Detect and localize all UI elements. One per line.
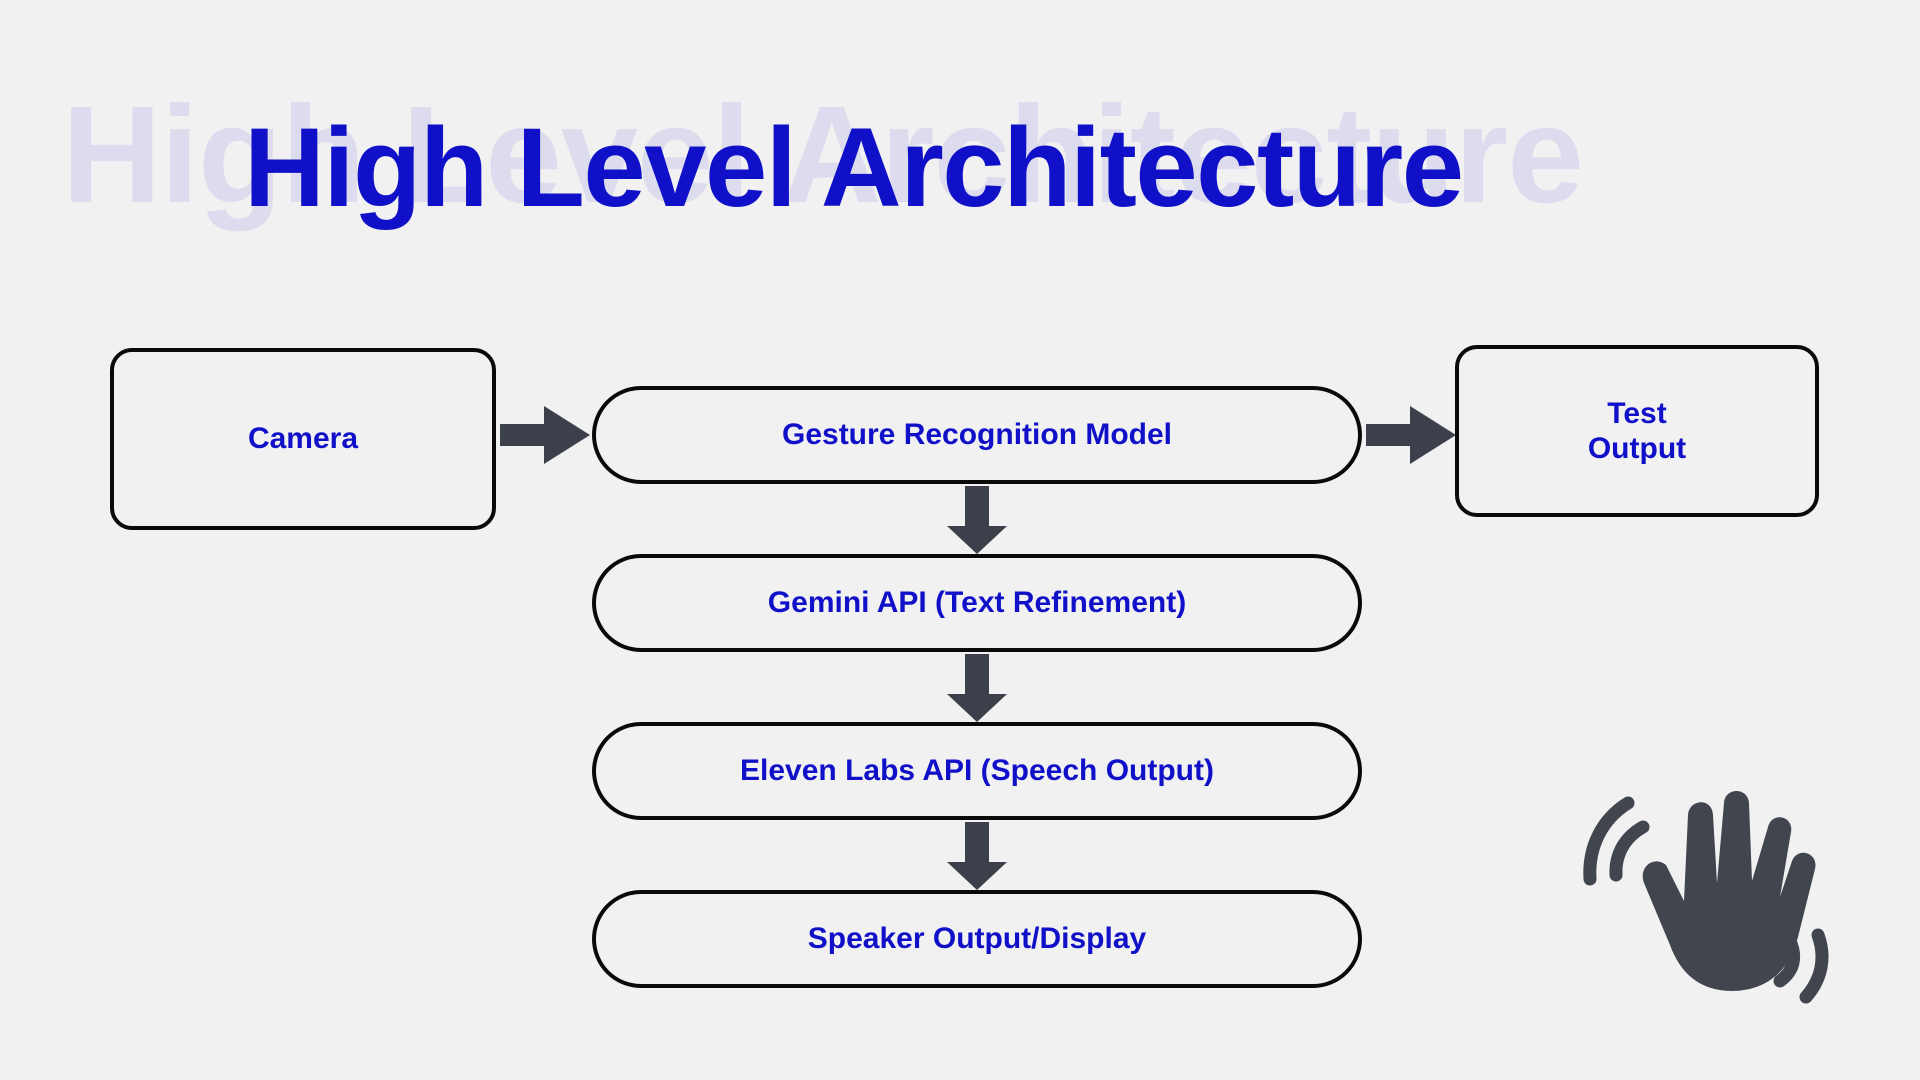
page-title: High Level Architecture [244,105,1464,230]
waving-hand-icon [1572,775,1848,1005]
page-title-ghost-text: High Level Architecture [62,78,1584,232]
node-speaker-output-display[interactable]: Speaker Output/Display [592,890,1362,988]
arrow-camera-to-gesture [500,398,592,472]
arrow-eleven-labs-to-speaker [940,822,1014,892]
node-gemini-api[interactable]: Gemini API (Text Refinement) [592,554,1362,652]
node-speaker-output-display-label: Speaker Output/Display [807,922,1147,956]
node-eleven-labs-api[interactable]: Eleven Labs API (Speech Output) [592,722,1362,820]
node-eleven-labs-api-label: Eleven Labs API (Speech Output) [740,754,1214,788]
node-test-output-label: Test Output [1588,396,1686,467]
arrow-gemini-to-eleven-labs [940,654,1014,724]
node-test-output-label-line2: Output [1587,432,1687,465]
node-test-output[interactable]: Test Output [1455,345,1819,517]
node-test-output-label-line1: Test [1607,396,1667,430]
node-gesture-recognition-model-label: Gesture Recognition Model [781,418,1173,452]
arrow-gesture-to-test-output [1366,398,1458,472]
node-gesture-recognition-model[interactable]: Gesture Recognition Model [592,386,1362,484]
node-gemini-api-label: Gemini API (Text Refinement) [767,586,1187,620]
page-title-area: High Level Architecture High Level Archi… [0,0,1920,300]
arrow-gesture-to-gemini [940,486,1014,556]
node-camera-label: Camera [247,422,359,456]
node-camera[interactable]: Camera [110,348,496,530]
